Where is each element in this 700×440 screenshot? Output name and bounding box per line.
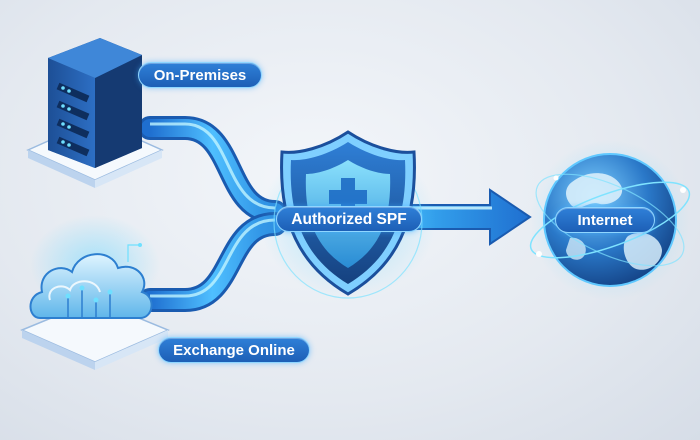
flow-connector-onprem — [138, 116, 287, 224]
label-exchange-online: Exchange Online — [158, 337, 310, 363]
cloud-icon — [20, 215, 170, 370]
label-authorized-spf: Authorized SPF — [276, 206, 422, 232]
label-on-premises: On-Premises — [138, 62, 262, 88]
server-icon — [26, 38, 164, 188]
flow-connector-exchange — [138, 212, 287, 312]
label-internet: Internet — [555, 207, 655, 233]
